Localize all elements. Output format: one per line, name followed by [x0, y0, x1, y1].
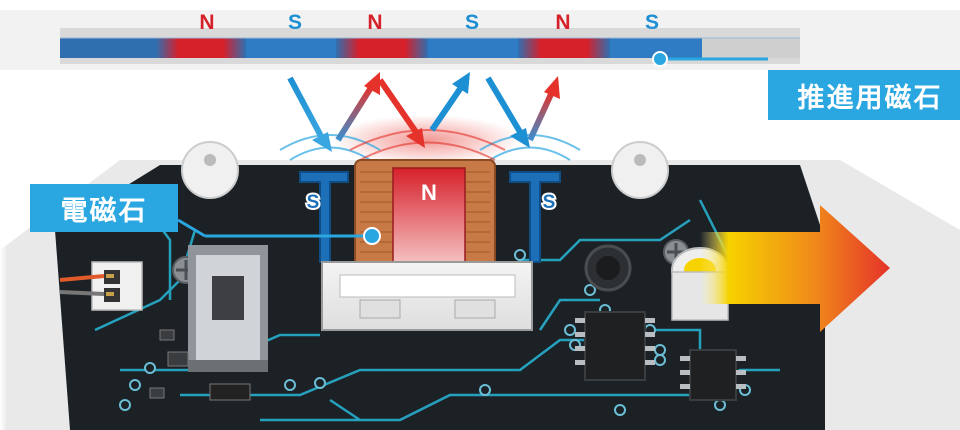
propulsion-leader: [652, 51, 768, 67]
motion-arrow: [700, 205, 890, 332]
core-pole-label: N: [421, 180, 437, 205]
magnet-segment-n-3: [518, 38, 610, 58]
ic-chip-large: [575, 311, 655, 381]
magnet-segment-s-1: [246, 38, 336, 58]
pole-label-s-1: S: [288, 11, 302, 34]
inductor: [584, 244, 632, 292]
magnet-segment-s-3: [610, 38, 702, 58]
guide-roller-right: [611, 141, 669, 199]
small-components-left: [149, 329, 251, 401]
magnet-segment-s-2: [428, 38, 518, 58]
pole-label-n-3: N: [555, 11, 570, 34]
strip-pole-labels: N S N S N S: [199, 11, 659, 34]
arrow-red-3: [527, 76, 560, 142]
electromagnet-leader: [177, 218, 381, 245]
arrow-red-2: [377, 78, 425, 148]
field-arrows: [287, 72, 560, 152]
arrow-blue-3: [485, 76, 530, 148]
magnet-segment-n-1: [156, 38, 246, 58]
pole-label-s-2: S: [465, 11, 479, 34]
slide-switch: [188, 245, 268, 372]
electromagnet-pole-labels: N S S: [305, 180, 558, 215]
arrow-red-1: [335, 72, 380, 142]
electromagnet-label: 電磁石: [30, 184, 178, 232]
propulsion-magnet-label: 推進用磁石: [768, 70, 960, 120]
right-pole-label: S: [543, 192, 556, 213]
pole-label-n-2: N: [367, 11, 382, 34]
yoke-right: [509, 171, 561, 263]
ic-chip-small: [680, 349, 746, 401]
connector: [59, 261, 143, 311]
electromagnet-assembly: [279, 115, 581, 331]
arrow-blue-2: [429, 72, 470, 132]
magnet-segment-n-2: [336, 38, 428, 58]
left-pole-label: S: [307, 192, 320, 213]
pole-label-s-3: S: [645, 11, 659, 34]
arrow-blue-1: [287, 76, 332, 152]
pole-label-n-1: N: [199, 11, 214, 34]
guide-roller-left: [181, 141, 239, 199]
